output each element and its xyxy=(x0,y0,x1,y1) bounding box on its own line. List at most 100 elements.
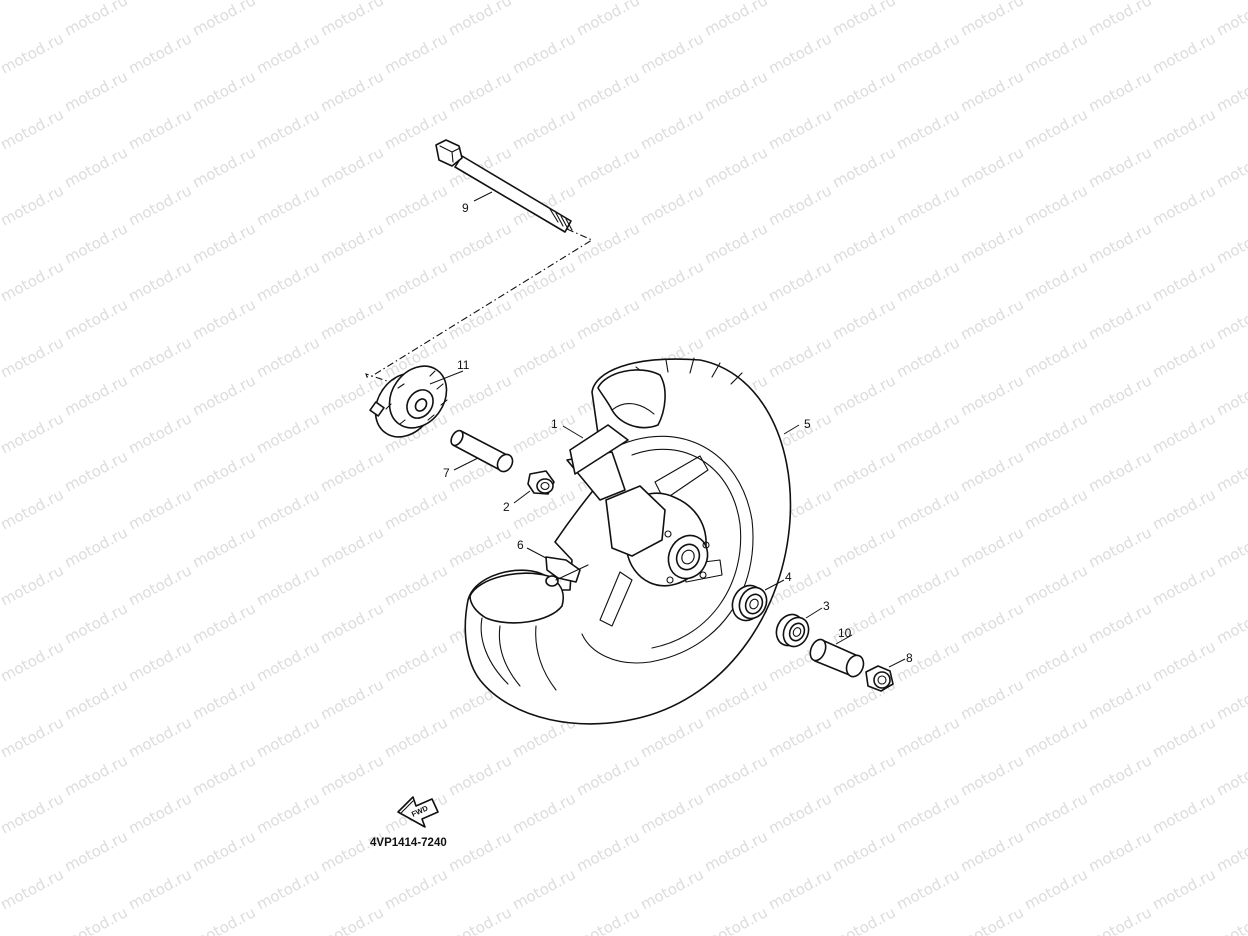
part-9-axle-bolt[interactable] xyxy=(435,139,573,233)
part-11-hub-sprocket[interactable] xyxy=(363,355,458,448)
callout-5: 5 xyxy=(804,417,811,431)
watermark-text: motod.ru xyxy=(637,0,706,2)
watermark-text: motod.ru xyxy=(893,485,962,533)
watermark-text: motod.ru xyxy=(893,181,962,229)
watermark-text: motod.ru xyxy=(61,599,130,647)
watermark-text: motod.ru xyxy=(1085,219,1154,267)
watermark-text: motod.ru xyxy=(573,143,642,191)
watermark-text: motod.ru xyxy=(317,675,386,723)
watermark-text: motod.ru xyxy=(125,637,194,685)
watermark-text: motod.ru xyxy=(317,903,386,936)
part-10-collar[interactable] xyxy=(807,637,866,679)
part-8-nut[interactable] xyxy=(865,665,894,692)
watermark-text: motod.ru xyxy=(0,0,3,40)
callout-6: 6 xyxy=(517,538,524,552)
watermark-text: motod.ru xyxy=(317,0,386,40)
watermark-text: motod.ru xyxy=(0,409,67,457)
watermark-text: motod.ru xyxy=(1085,371,1154,419)
watermark-text: motod.ru xyxy=(1213,447,1248,495)
watermark-text: motod.ru xyxy=(253,637,322,685)
watermark-text: motod.ru xyxy=(829,523,898,571)
part-4-bearing[interactable] xyxy=(727,580,772,625)
watermark-text: motod.ru xyxy=(1085,903,1154,936)
watermark-text: motod.ru xyxy=(1021,485,1090,533)
watermark-text: motod.ru xyxy=(0,29,67,77)
watermark-text: motod.ru xyxy=(189,67,258,115)
callout-3: 3 xyxy=(823,599,830,613)
watermark-text: motod.ru xyxy=(1213,295,1248,343)
watermark-text: motod.ru xyxy=(317,219,386,267)
watermark-text: motod.ru xyxy=(637,713,706,761)
watermark-text: motod.ru xyxy=(253,713,322,761)
watermark-text: motod.ru xyxy=(509,29,578,77)
part-2-collar[interactable] xyxy=(527,470,555,495)
watermark-text: motod.ru xyxy=(1149,333,1218,381)
watermark-text: motod.ru xyxy=(829,0,898,40)
watermark-text: motod.ru xyxy=(637,29,706,77)
watermark-text: motod.ru xyxy=(829,219,898,267)
watermark-text: motod.ru xyxy=(61,67,130,115)
watermark-text: motod.ru xyxy=(893,105,962,153)
watermark-text: motod.ru xyxy=(765,0,834,2)
watermark-text: motod.ru xyxy=(1149,561,1218,609)
watermark-text: motod.ru xyxy=(61,675,130,723)
watermark-text: motod.ru xyxy=(1149,409,1218,457)
watermark-text: motod.ru xyxy=(189,751,258,799)
watermark-text: motod.ru xyxy=(0,903,3,936)
watermark-text: motod.ru xyxy=(1085,599,1154,647)
watermark-text: motod.ru xyxy=(1085,447,1154,495)
part-7-spacer-collar[interactable] xyxy=(449,429,516,475)
watermark-text: motod.ru xyxy=(253,29,322,77)
watermark-text: motod.ru xyxy=(765,865,834,913)
watermark-text: motod.ru xyxy=(0,865,67,913)
watermark-text: motod.ru xyxy=(829,371,898,419)
watermark-text: motod.ru xyxy=(1149,181,1218,229)
watermark-text: motod.ru xyxy=(317,447,386,495)
watermark-text: motod.ru xyxy=(1213,827,1248,875)
watermark-text: motod.ru xyxy=(701,67,770,115)
watermark-text: motod.ru xyxy=(701,295,770,343)
part-5-rear-wheel[interactable] xyxy=(464,357,792,725)
watermark-text: motod.ru xyxy=(1213,903,1248,936)
fwd-arrow-icon: FWD xyxy=(397,796,439,828)
watermark-text: motod.ru xyxy=(765,29,834,77)
part-6-valve[interactable] xyxy=(545,556,589,587)
watermark-text: motod.ru xyxy=(1021,561,1090,609)
watermark-text: motod.ru xyxy=(829,751,898,799)
watermark-text: motod.ru xyxy=(0,485,67,533)
watermark-text: motod.ru xyxy=(1085,0,1154,40)
watermark-text: motod.ru xyxy=(445,219,514,267)
callout-labels: 9 11 1 5 7 2 6 4 3 10 8 xyxy=(443,201,913,665)
watermark-text: motod.ru xyxy=(829,67,898,115)
watermark-text: motod.ru xyxy=(125,181,194,229)
watermark-text: motod.ru xyxy=(317,523,386,571)
watermark-text: motod.ru xyxy=(0,295,3,343)
watermark-text: motod.ru xyxy=(61,827,130,875)
watermark-text: motod.ru xyxy=(1085,827,1154,875)
part-3-bearing[interactable] xyxy=(771,610,813,651)
watermark-text: motod.ru xyxy=(701,0,770,40)
watermark-text: motod.ru xyxy=(1213,675,1248,723)
watermark-text: motod.ru xyxy=(1213,67,1248,115)
watermark-text: motod.ru xyxy=(893,29,962,77)
watermark-text: motod.ru xyxy=(0,713,67,761)
watermark-text: motod.ru xyxy=(1213,599,1248,647)
watermark-text: motod.ru xyxy=(381,485,450,533)
watermark-text: motod.ru xyxy=(1085,295,1154,343)
watermark-text: motod.ru xyxy=(445,751,514,799)
watermark-text: motod.ru xyxy=(125,865,194,913)
watermark-text: motod.ru xyxy=(61,751,130,799)
watermark-text: motod.ru xyxy=(0,67,3,115)
watermark-text: motod.ru xyxy=(957,751,1026,799)
callout-9: 9 xyxy=(462,201,469,215)
watermark-text: motod.ru xyxy=(573,0,642,40)
watermark-text: motod.ru xyxy=(893,713,962,761)
watermark-text: motod.ru xyxy=(0,0,67,2)
watermark-text: motod.ru xyxy=(1021,865,1090,913)
watermark-text: motod.ru xyxy=(0,105,67,153)
watermark-text: motod.ru xyxy=(1021,181,1090,229)
watermark-text: motod.ru xyxy=(125,561,194,609)
watermark-text: motod.ru xyxy=(573,751,642,799)
watermark-text: motod.ru xyxy=(1021,0,1090,2)
